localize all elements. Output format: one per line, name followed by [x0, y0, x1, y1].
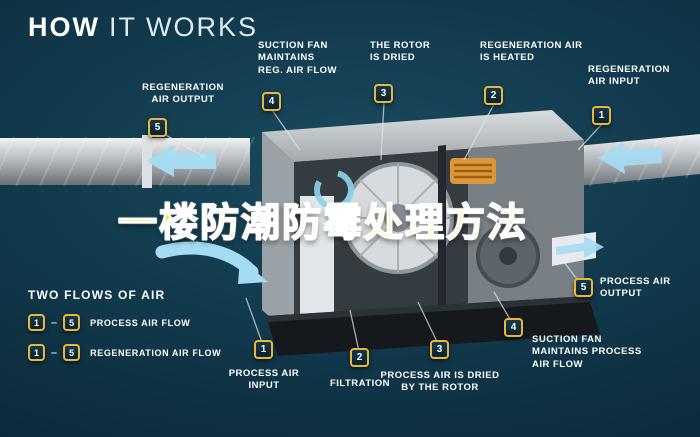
legend-badge-from: 1 — [28, 314, 45, 331]
callout-badge-5-process-output: 5 — [574, 278, 593, 297]
cabinet-top — [262, 110, 584, 162]
title-light: IT WORKS — [108, 12, 258, 42]
label-regeneration-air-output: REGENERATION AIR OUTPUT — [142, 82, 224, 106]
label-filtration: FILTRATION — [329, 378, 391, 389]
reg-input-arrow — [598, 142, 662, 174]
legend-title: TWO FLOWS OF AIR — [28, 288, 166, 302]
label-rotor-is-dried: THE ROTOR IS DRIED — [370, 40, 431, 64]
legend-badge-from: 1 — [28, 344, 45, 361]
dehumidifier-unit — [262, 110, 600, 356]
legend-label-process: PROCESS AIR FLOW — [90, 317, 191, 328]
divider-panel — [438, 145, 446, 332]
legend-dash: – — [51, 316, 58, 329]
label-process-air-input: PROCESS AIR INPUT — [228, 368, 300, 392]
label-suction-fan-reg: SUCTION FAN MAINTAINS REG. AIR FLOW — [258, 40, 337, 76]
legend-row-process: 1 – 5 PROCESS AIR FLOW — [28, 314, 190, 331]
callout-badge-1-reg-input: 1 — [592, 106, 611, 125]
process-input-arrow — [155, 241, 259, 279]
label-regeneration-air-input: REGENERATION AIR INPUT — [588, 64, 670, 88]
label-process-air-dried: PROCESS AIR IS DRIED BY THE ROTOR — [380, 370, 500, 394]
label-suction-fan-process: SUCTION FAN MAINTAINS PROCESS AIR FLOW — [532, 334, 642, 370]
callout-badge-2-reg-heated: 2 — [484, 86, 503, 105]
watermark-headline: 一楼防潮防霉处理方法 — [117, 201, 529, 246]
callout-badge-2-filtration: 2 — [350, 348, 369, 367]
callout-badge-4-suction-reg: 4 — [262, 92, 281, 111]
callout-badge-3-rotor-dried: 3 — [374, 84, 393, 103]
left-panel — [262, 132, 294, 338]
legend-badge-to: 5 — [63, 314, 81, 331]
legend-label-regeneration: REGENERATION AIR FLOW — [90, 347, 222, 358]
legend-row-regeneration: 1 – 5 REGENERATION AIR FLOW — [28, 344, 221, 361]
callout-badge-3-process-dried: 3 — [430, 340, 449, 359]
callout-badge-5-reg-output: 5 — [148, 118, 167, 137]
process-output-arrow — [556, 236, 604, 258]
filter-panel — [300, 196, 334, 332]
fan-swirl — [314, 170, 354, 210]
label-regeneration-air-heated: REGENERATION AIR IS HEATED — [480, 40, 583, 64]
title-bold: HOW — [28, 12, 100, 42]
label-process-air-output: PROCESS AIR OUTPUT — [600, 276, 671, 300]
callout-badge-1-process-input: 1 — [254, 340, 273, 359]
legend-dash: – — [51, 346, 58, 359]
legend-badge-to: 5 — [63, 344, 81, 361]
callout-badge-4-suction-process: 4 — [504, 318, 523, 337]
page-title: HOW IT WORKS — [28, 12, 258, 43]
